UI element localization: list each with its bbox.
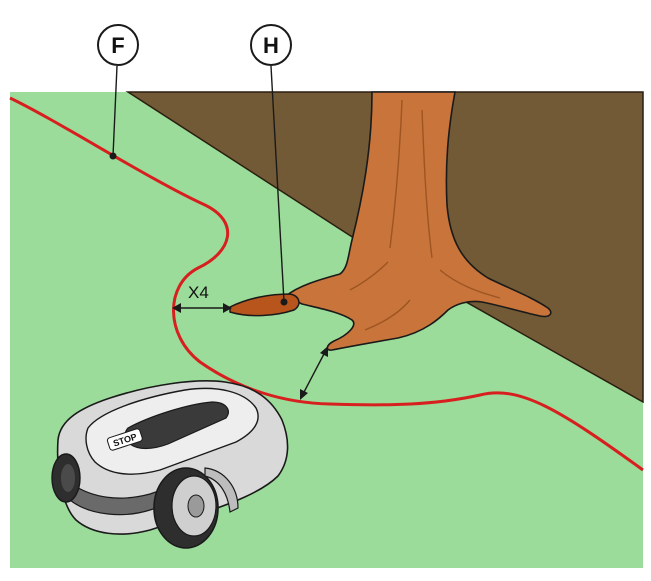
mower-front-wheel bbox=[153, 467, 219, 549]
mower-rear-wheel bbox=[51, 453, 81, 503]
trunk-bark-lines bbox=[349, 99, 501, 331]
callout-f-dot bbox=[109, 152, 117, 160]
tree-trunk bbox=[284, 91, 552, 351]
callout-h-label: H bbox=[263, 33, 279, 58]
callout-h-dot bbox=[280, 298, 288, 306]
callout-f-label: F bbox=[111, 33, 124, 58]
callout-h-leader bbox=[270, 65, 285, 303]
callout-f-leader bbox=[112, 65, 118, 157]
mower-wheel-arch bbox=[204, 467, 239, 513]
callout-f: F bbox=[97, 24, 139, 66]
robotic-mower: STOP bbox=[51, 380, 289, 549]
distance-arrow-diagonal bbox=[300, 346, 328, 400]
dimension-x4-label: X4 bbox=[188, 283, 209, 302]
boundary-wire bbox=[9, 96, 644, 472]
dimension-x4: X4 bbox=[172, 283, 232, 313]
mower-stop-button[interactable]: STOP bbox=[106, 428, 143, 451]
callout-h: H bbox=[250, 24, 292, 66]
